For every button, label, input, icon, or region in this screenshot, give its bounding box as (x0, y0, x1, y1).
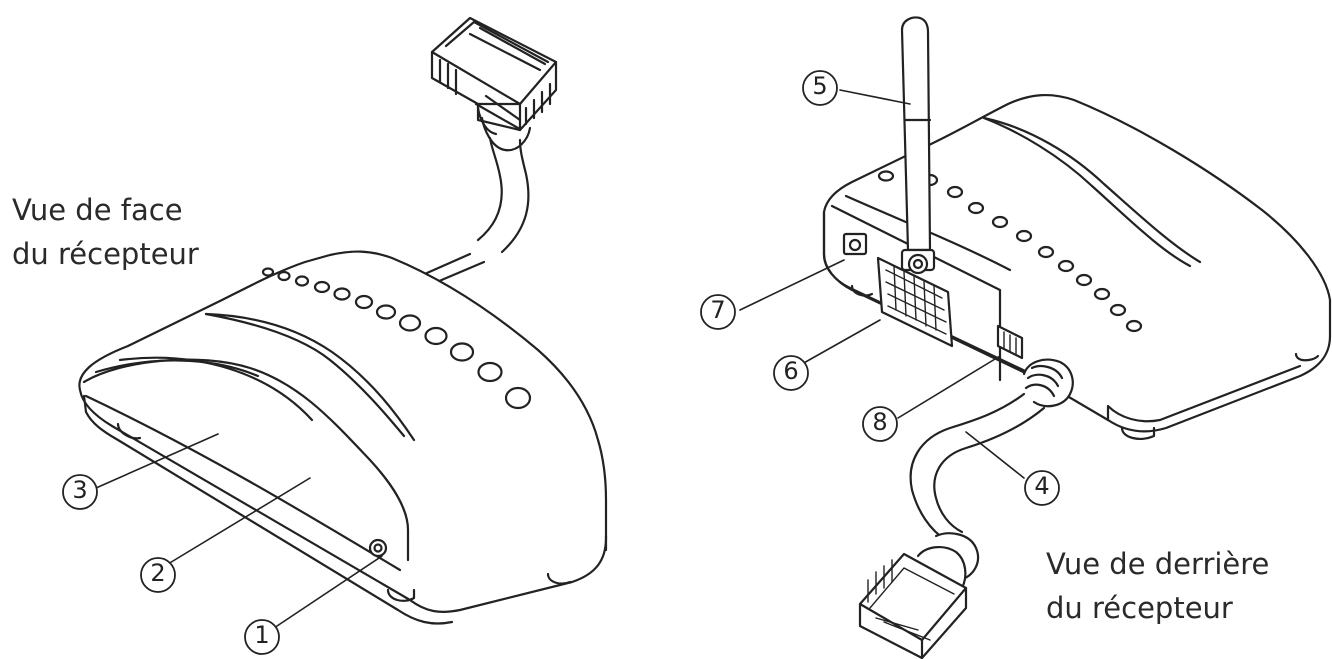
back-scart-cable (858, 358, 1074, 659)
callout-circles (62, 70, 1060, 655)
callout-2: 2 (150, 559, 166, 587)
front-scart-cable (400, 16, 558, 292)
back-caption-line-1: Vue de derrière (1046, 547, 1270, 581)
antenna (900, 16, 936, 275)
scart-socket (876, 256, 954, 348)
callout-8: 8 (872, 408, 888, 436)
callout-4: 4 (1034, 472, 1050, 500)
back-view-caption: Vue de derrière du récepteur (1046, 542, 1269, 630)
channel-switch (996, 324, 1024, 360)
callout-1: 1 (254, 621, 270, 649)
back-housing (822, 93, 1332, 433)
back-callouts (739, 89, 1025, 479)
back-view-receiver (822, 16, 1332, 659)
front-view-caption: Vue de face du récepteur (12, 188, 199, 276)
back-caption-line-2: du récepteur (1046, 591, 1233, 625)
callout-7: 7 (710, 296, 726, 324)
front-callouts (95, 433, 383, 629)
callout-5: 5 (812, 72, 828, 100)
dc-power-jack (842, 232, 868, 256)
front-button-row (261, 267, 532, 410)
front-caption-line-2: du récepteur (12, 237, 199, 271)
callout-3: 3 (72, 476, 88, 504)
front-view-receiver (78, 16, 608, 625)
front-caption-line-1: Vue de face (12, 193, 183, 227)
callout-6: 6 (783, 357, 799, 385)
